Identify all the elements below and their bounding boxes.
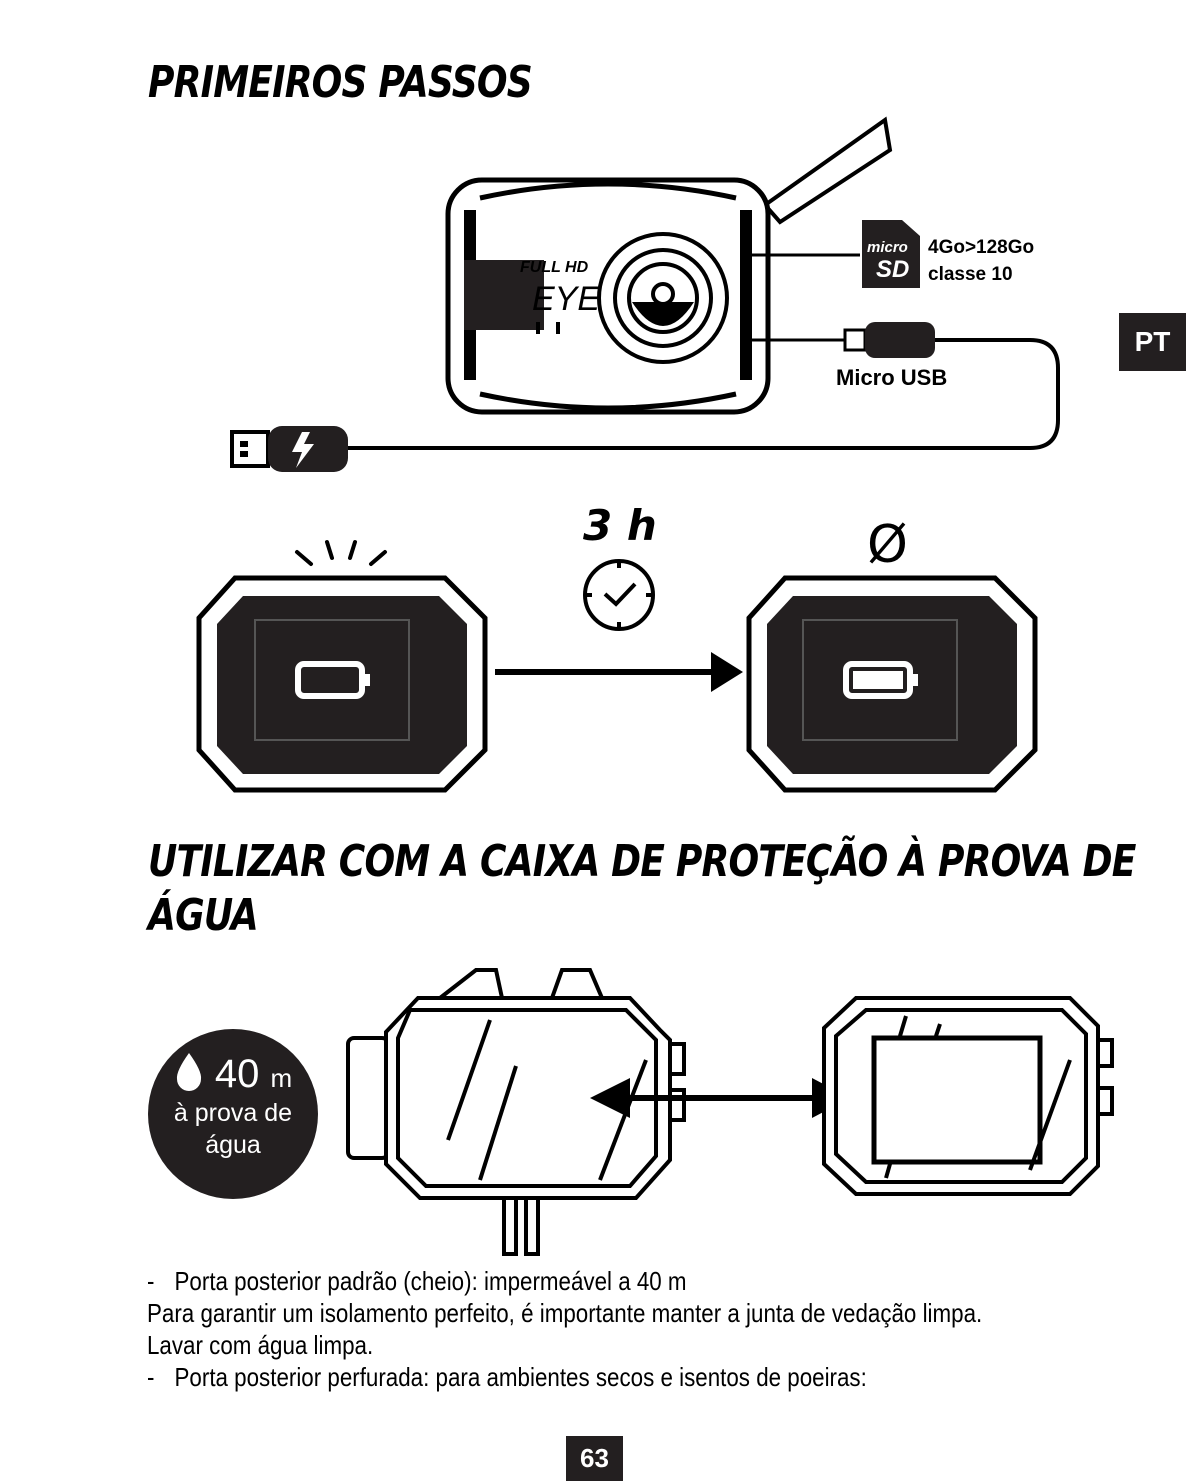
battery-charging-icon bbox=[295, 661, 370, 699]
back-door bbox=[822, 996, 1114, 1196]
led-off-symbol: Ø bbox=[867, 515, 908, 575]
usb-cable bbox=[348, 338, 1060, 450]
clock-check-icon bbox=[583, 559, 655, 631]
side-door bbox=[762, 116, 893, 225]
page-title-waterproof: UTILIZAR COM A CAIXA DE PROTEÇÃO À PROVA… bbox=[148, 836, 1136, 941]
bullet-dash: - bbox=[147, 1362, 155, 1392]
progress-arrow bbox=[495, 652, 743, 692]
water-drop-icon bbox=[176, 1053, 201, 1091]
bullet-perforated-door: -Porta posterior perfurada: para ambient… bbox=[147, 1361, 1007, 1393]
blinking-indicator-icon bbox=[295, 540, 387, 566]
bullet-1-text: Porta posterior padrão (cheio): impermeá… bbox=[174, 1266, 687, 1296]
micro-usb-label: Micro USB bbox=[836, 365, 947, 390]
microsd-card-icon bbox=[862, 220, 920, 288]
usb-charger-plug-icon bbox=[230, 426, 348, 472]
door-swap-arrow bbox=[590, 1078, 850, 1118]
charge-duration-text: 3 h bbox=[583, 501, 657, 550]
camera-back-charging bbox=[196, 575, 488, 793]
badge-line-1: à prova de bbox=[173, 1099, 293, 1127]
micro-usb-plug-icon bbox=[843, 322, 935, 358]
page-number: 63 bbox=[566, 1436, 623, 1481]
sd-class-label: classe 10 bbox=[928, 264, 1013, 285]
waterproof-case-figure bbox=[346, 968, 1114, 1256]
badge-line-2: água bbox=[205, 1131, 261, 1159]
depth-unit: m bbox=[270, 1063, 293, 1093]
camera-back-charged bbox=[746, 575, 1038, 793]
paragraph-wash: Lavar com água limpa. bbox=[147, 1330, 374, 1360]
camera-front-icon bbox=[445, 177, 771, 415]
depth-value: 40 bbox=[214, 1052, 260, 1096]
waterproof-case bbox=[346, 968, 686, 1256]
battery-full-icon bbox=[843, 661, 918, 699]
sd-logo-text: SD bbox=[876, 256, 909, 283]
bullet-standard-door: -Porta posterior padrão (cheio): imperme… bbox=[147, 1265, 1007, 1297]
waterproof-badge: 40 m à prova de água bbox=[148, 1029, 318, 1199]
sd-micro-text: micro bbox=[867, 239, 908, 256]
sd-capacity-label: 4Go>128Go bbox=[928, 237, 1034, 258]
charging-figure: 3 h Ø bbox=[196, 501, 1038, 793]
bullet-dash: - bbox=[147, 1266, 155, 1296]
page-title-getting-started: PRIMEIROS PASSOS bbox=[148, 57, 533, 108]
language-tab: PT bbox=[1119, 313, 1186, 371]
lightning-icon bbox=[292, 432, 314, 468]
bullet-2-text: Porta posterior perfurada: para ambiente… bbox=[174, 1362, 867, 1392]
paragraph-seal: Para garantir um isolamento perfeito, é … bbox=[147, 1298, 983, 1328]
brand-small-text: FULL HD bbox=[520, 259, 589, 276]
brand-large-text: EYE bbox=[532, 280, 600, 318]
instructions-text: -Porta posterior padrão (cheio): imperme… bbox=[147, 1265, 1007, 1393]
camera-connection-figure: FULL HD EYE micro SD 4Go>128Go classe 10… bbox=[230, 116, 1060, 472]
